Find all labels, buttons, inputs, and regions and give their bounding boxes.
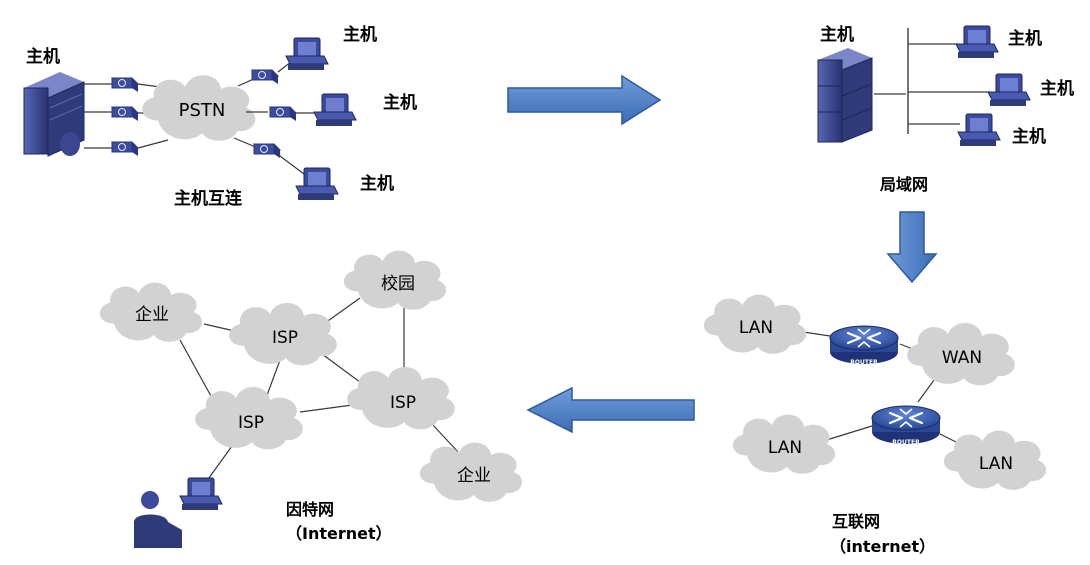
modem-icon <box>269 106 297 122</box>
host-computer-icon <box>179 477 223 511</box>
enterprise-cloud: 企业 <box>99 282 203 342</box>
modem-icon <box>111 141 139 157</box>
host-label: 主机 <box>383 92 417 113</box>
host-computer-icon <box>987 73 1031 107</box>
modem-icon <box>111 106 139 122</box>
lan-cloud-label: LAN <box>739 318 773 338</box>
lan-cloud-label: LAN <box>768 438 802 458</box>
lan-cloud-label: LAN <box>979 454 1013 474</box>
host-label: 主机 <box>1008 28 1042 49</box>
mainframe-label: 主机 <box>26 46 60 67</box>
internetwork-caption: 互联网 <box>832 512 880 531</box>
host-label: 主机 <box>360 173 394 194</box>
router-icon: ROUTER <box>870 404 942 446</box>
lan-section: 主机 主机 主机 主机 局域网 <box>817 24 1074 194</box>
isp-cloud: ISP <box>195 386 303 450</box>
host-computer-icon <box>313 93 357 127</box>
lan-cloud: LAN <box>732 414 836 474</box>
host-label: 主机 <box>1012 126 1046 147</box>
isp-cloud: ISP <box>229 302 337 366</box>
lan-cloud: LAN <box>943 430 1047 490</box>
isp-label: ISP <box>272 328 298 348</box>
isp-cloud: ISP <box>347 366 455 430</box>
lan-server-label: 主机 <box>820 24 854 45</box>
modem-icon <box>253 143 281 159</box>
isp-label: ISP <box>238 413 264 433</box>
arrow-left-icon <box>526 386 695 434</box>
host-computer-icon <box>285 37 329 71</box>
host-label: 主机 <box>343 24 377 45</box>
pstn-label: PSTN <box>179 100 226 121</box>
host-label: 主机 <box>1040 78 1074 99</box>
router-label: ROUTER <box>850 359 878 366</box>
router-icon: ROUTER <box>828 324 900 366</box>
internetwork-section: LAN WAN LAN LAN ROUTER ROUTER 互联网 （inter… <box>703 294 1047 556</box>
server-rack-icon <box>817 48 873 143</box>
enterprise-cloud: 企业 <box>419 442 523 502</box>
enterprise-label: 企业 <box>457 466 491 486</box>
internetwork-caption-en: （internet） <box>830 537 935 556</box>
enterprise-label: 企业 <box>135 305 169 325</box>
user-icon <box>134 491 182 548</box>
modem-icon <box>111 77 139 93</box>
host-computer-icon <box>957 113 1001 147</box>
host-interconnect-section: 主机 PSTN 主机 主机 主机 主机互连 <box>23 24 417 209</box>
wan-cloud-label: WAN <box>942 348 982 368</box>
host-computer-icon <box>955 25 999 59</box>
arrow-down-icon <box>886 211 938 284</box>
isp-label: ISP <box>390 393 416 413</box>
pstn-cloud: PSTN <box>142 75 256 141</box>
internet-section: 企业 校园 ISP ISP ISP 企业 因特网 （Internet） <box>99 250 523 548</box>
wan-cloud: WAN <box>907 322 1015 386</box>
lan-caption: 局域网 <box>880 175 928 194</box>
modem-icon <box>251 69 279 85</box>
lan-cloud: LAN <box>703 294 807 354</box>
campus-label: 校园 <box>381 274 415 294</box>
mainframe-server-icon <box>23 72 85 157</box>
arrow-right-icon <box>507 74 662 126</box>
host-interconnect-caption: 主机互连 <box>174 188 243 209</box>
campus-cloud: 校园 <box>343 250 447 310</box>
router-label: ROUTER <box>892 439 920 446</box>
internet-caption: 因特网 <box>286 500 334 519</box>
internet-caption-en: （Internet） <box>286 524 392 543</box>
